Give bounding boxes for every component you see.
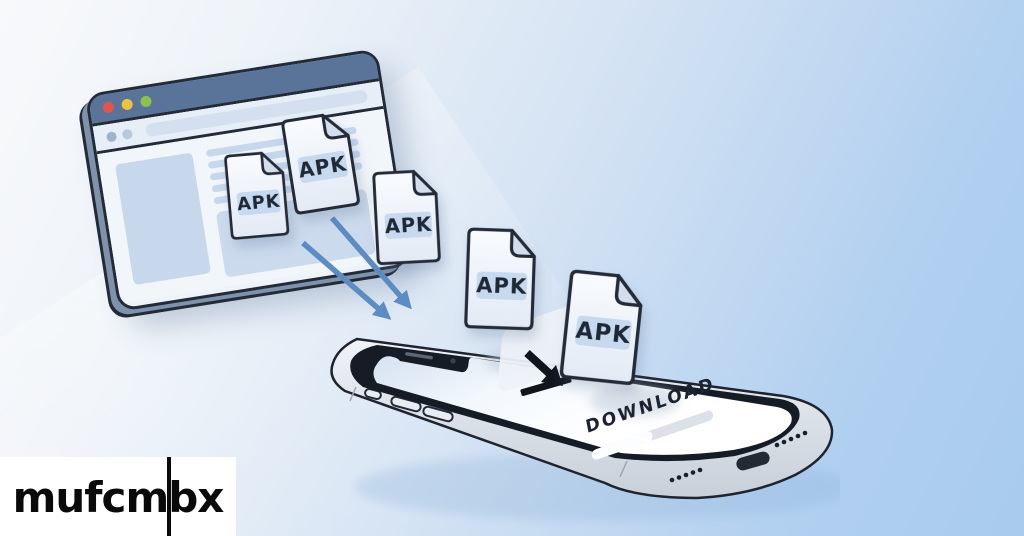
watermark-text: mufcmbx xyxy=(12,473,225,522)
minimize-traffic-light-icon xyxy=(120,98,134,111)
file-label-badge xyxy=(476,271,528,301)
smartphone: DOWNLOAD xyxy=(330,304,840,521)
apk-file-icon: APK xyxy=(552,266,655,389)
apk-label: APK xyxy=(574,318,632,350)
antenna-seam xyxy=(349,386,357,402)
mute-switch xyxy=(364,387,382,401)
file-fold-corner xyxy=(411,169,438,196)
nav-forward-icon xyxy=(121,128,134,140)
transfer-arrow xyxy=(329,216,412,310)
file-fold-corner xyxy=(614,274,643,308)
file-shadow-on-screen xyxy=(590,385,680,417)
apk-label: APK xyxy=(476,273,528,299)
file-label-badge xyxy=(384,211,433,239)
apk-label: APK xyxy=(384,213,432,238)
apk-file-icon: APK xyxy=(278,104,366,220)
maximize-traffic-light-icon xyxy=(139,95,153,108)
file-fold-corner xyxy=(509,228,536,259)
apk-file-icon: APK xyxy=(458,225,546,333)
earpiece-speaker xyxy=(405,352,433,360)
volume-down-button xyxy=(422,405,454,423)
content-sidebar-block xyxy=(114,152,212,286)
file-fold-corner xyxy=(260,151,285,176)
speaker-holes xyxy=(669,467,703,483)
antenna-seam xyxy=(619,460,628,478)
file-fold-corner xyxy=(321,113,350,140)
watermark-vertical-bar xyxy=(167,457,171,536)
apk-file-icon: APK xyxy=(222,145,294,243)
nav-back-icon xyxy=(105,130,118,143)
screen-reflection xyxy=(597,435,657,445)
close-traffic-light-icon xyxy=(102,101,115,114)
volume-up-button xyxy=(390,395,422,413)
download-arrow-icon xyxy=(520,350,572,397)
file-label-badge xyxy=(236,189,281,216)
watermark: mufcmbx xyxy=(0,457,236,536)
file-label-badge xyxy=(297,150,348,183)
file-label-badge xyxy=(575,315,632,350)
download-arrows xyxy=(301,216,412,320)
speaker-holes xyxy=(774,430,808,448)
apk-label: APK xyxy=(236,192,281,216)
phone-screen xyxy=(373,356,792,455)
apk-file-icon: APK xyxy=(370,165,445,268)
transfer-arrow xyxy=(301,240,392,320)
front-camera-icon xyxy=(450,358,456,364)
charging-port xyxy=(736,451,770,471)
